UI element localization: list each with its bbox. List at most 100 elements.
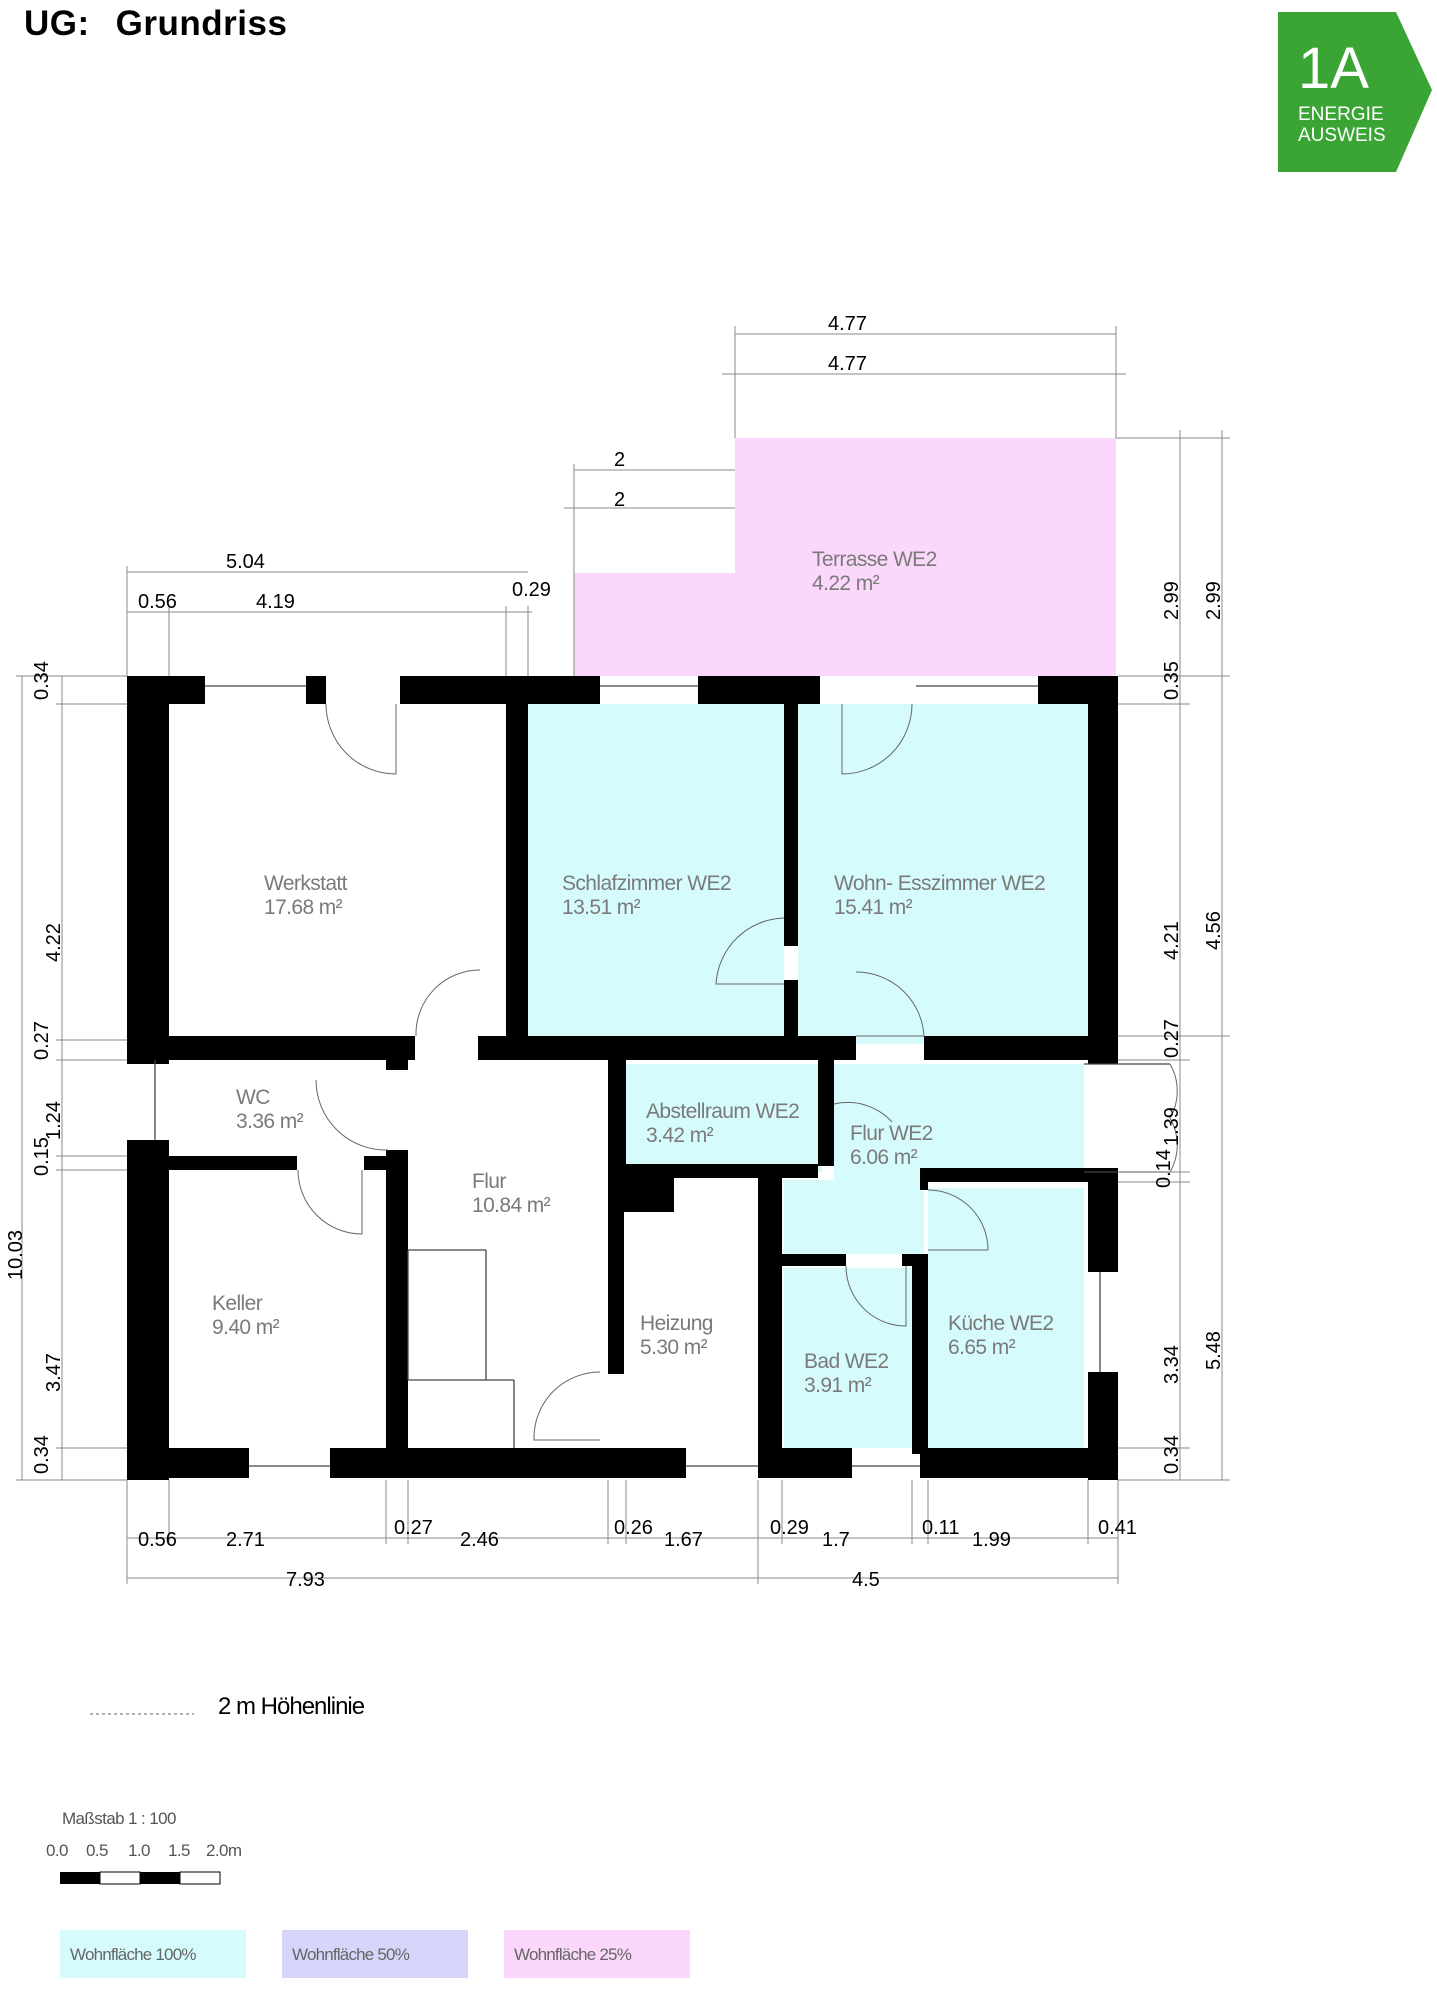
dim-left-a: 0.56 [138, 591, 177, 613]
title-name: Grundriss [115, 4, 288, 43]
scale-seg-4 [179, 1871, 221, 1885]
logo-energie: ENERGIE [1298, 104, 1384, 125]
room-area-keller: 9.40 m² [212, 1316, 280, 1339]
dim-right-h: 0.14 [1153, 1149, 1175, 1188]
room-name-schlafzimmer: Schlafzimmer WE2 [562, 872, 731, 895]
dim-terr-b: 2 [614, 489, 625, 511]
dim-b11: 0.41 [1098, 1517, 1137, 1539]
wall [608, 1164, 818, 1178]
dim-left-b: 4.19 [256, 591, 295, 613]
room-name-bad: Bad WE2 [804, 1350, 889, 1373]
area-legend: Wohnfläche 100% Wohnfläche 50% Wohnfläch… [60, 1930, 690, 1978]
legend-label-100: Wohnfläche 100% [70, 1945, 196, 1964]
door-flur-we2 [833, 1101, 893, 1123]
wall [1088, 676, 1118, 1064]
wall [330, 1448, 686, 1478]
dim-right-f: 0.27 [1161, 1019, 1183, 1058]
dim-lv-g: 3.47 [43, 1353, 65, 1392]
scale-tick-0: 0.0 [46, 1841, 68, 1860]
dim-b5: 0.26 [614, 1517, 653, 1539]
wall [506, 676, 528, 1046]
wall [902, 1254, 928, 1266]
dim-right-d: 4.21 [1161, 921, 1183, 960]
dim-b4: 2.46 [460, 1529, 499, 1551]
dim-lv-c: 0.27 [31, 1021, 53, 1060]
door-kueche [927, 1189, 989, 1251]
energieausweis-logo: 1A ENERGIE AUSWEIS [1278, 12, 1432, 172]
dimension-lines [16, 326, 1230, 1584]
bad-fill [784, 1268, 912, 1448]
scale-label: Maßstab 1 : 100 [62, 1809, 176, 1828]
room-name-heizung: Heizung [640, 1312, 713, 1335]
room-name-kueche: Küche WE2 [948, 1312, 1054, 1335]
wall [127, 676, 169, 1064]
wall [912, 1254, 928, 1454]
door-outside-a [1169, 1063, 1178, 1119]
wall [920, 1168, 1118, 1182]
scale-bar: Maßstab 1 : 100 0.0 0.5 1.0 1.5 2.0m [46, 1809, 242, 1885]
room-name-keller: Keller [212, 1292, 263, 1315]
door-heizung [533, 1371, 601, 1441]
room-area-schlafzimmer: 13.51 m² [562, 896, 641, 919]
title-prefix: UG: [24, 4, 90, 43]
room-name-wohn: Wohn- Esszimmer WE2 [834, 872, 1045, 895]
dim-right-a: 2.99 [1161, 581, 1183, 620]
wohn-fill [798, 704, 1088, 1044]
dim-lv-e: 0.15 [31, 1137, 53, 1176]
room-name-werkstatt: Werkstatt [264, 872, 348, 895]
dim-bt2: 4.5 [852, 1569, 880, 1591]
room-area-werkstatt: 17.68 m² [264, 896, 343, 919]
wall [478, 1036, 856, 1060]
scale-seg-2 [99, 1871, 141, 1885]
room-area-flur: 10.84 m² [472, 1194, 551, 1217]
door-outside-b [1169, 1117, 1178, 1173]
room-area-terrasse: 4.22 m² [812, 572, 880, 595]
abstell-fill [626, 1064, 822, 1172]
dim-lv-b: 4.22 [43, 923, 65, 962]
room-name-flur: Flur [472, 1170, 506, 1193]
dim-lv-h: 0.34 [31, 1435, 53, 1474]
dim-left-total: 5.04 [226, 551, 265, 573]
logo-ausweis: AUSWEIS [1298, 125, 1386, 146]
room-fills [528, 438, 1116, 1448]
wall [386, 1150, 408, 1450]
wall [1088, 1172, 1118, 1272]
dim-b1: 0.56 [138, 1529, 177, 1551]
room-area-kueche: 6.65 m² [948, 1336, 1016, 1359]
contour-label: 2 m Höhenlinie [218, 1693, 365, 1720]
wall [784, 980, 798, 1046]
wall [608, 1046, 626, 1178]
legend-swatch-25 [504, 1930, 690, 1978]
dim-right-b: 2.99 [1203, 581, 1225, 620]
wall [127, 1448, 249, 1478]
walls [127, 676, 1118, 1480]
scale-tick-1: 0.5 [86, 1841, 108, 1860]
wall [127, 1036, 415, 1060]
legend-swatch-50 [282, 1930, 468, 1978]
logo-badge [1278, 12, 1432, 172]
dimension-labels: 4.77 4.77 2 2 5.04 0.56 4.19 0.29 2.99 2… [5, 313, 1225, 1591]
legend-label-50: Wohnfläche 50% [292, 1945, 410, 1964]
room-area-bad: 3.91 m² [804, 1374, 872, 1397]
dim-b6: 1.67 [664, 1529, 703, 1551]
terrasse-fill [574, 438, 1116, 676]
wall [364, 1156, 394, 1170]
wall [608, 1178, 624, 1374]
wall [784, 676, 798, 946]
dim-b7: 0.29 [770, 1517, 809, 1539]
wall [920, 1448, 1118, 1478]
wall [624, 1178, 674, 1212]
scale-tick-2: 1.0 [128, 1841, 150, 1860]
window-lines [154, 685, 1170, 1467]
door-wc [315, 1079, 389, 1151]
room-area-abstell: 3.42 m² [646, 1124, 714, 1147]
scale-tick-4: 2.0m [206, 1841, 242, 1860]
scale-seg-3 [140, 1872, 180, 1884]
wall [127, 1140, 169, 1480]
door-wohn-flur [855, 971, 925, 1037]
door-flur-werkstatt [415, 969, 481, 1037]
door-swings [297, 703, 1178, 1441]
room-area-wohn: 15.41 m² [834, 896, 913, 919]
dim-right-g: 1.39 [1161, 1107, 1183, 1146]
scale-tick-3: 1.5 [168, 1841, 190, 1860]
